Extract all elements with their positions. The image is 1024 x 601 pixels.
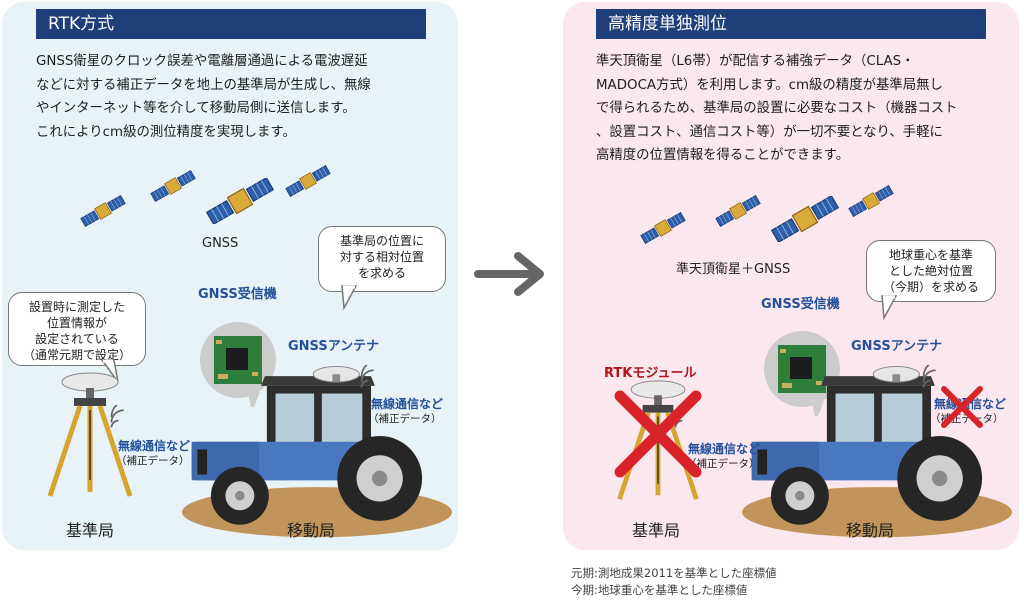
rtk-description-line: GNSS衛星のクロック誤差や電離層通過による電波遅延 [36, 54, 368, 69]
satellite-icon [640, 212, 686, 244]
arrow-right-icon [474, 252, 544, 296]
gnss-label: GNSS [202, 236, 239, 251]
rtk-description-line: やインターネット等を介して移動局側に送信します。 [36, 101, 356, 116]
high-precision-description-line: 、設置コスト、通信コスト等）が一切不要となり、手軽に [596, 124, 943, 140]
base-station-callout: 設置時に測定した 位置情報が 設定されている （通常元期で設定） [8, 292, 146, 366]
high-precision-description-line: MADOCA方式）を利用します。cm級の精度が基準局無し [596, 77, 943, 93]
rtk-module-label: RTKモジュール [604, 366, 697, 381]
satellite-icon [770, 196, 840, 242]
callout-tail [881, 295, 898, 321]
tractor-icon [742, 330, 1012, 540]
footnote-epoch: 元期:測地成果2011を基準とした座標値 [571, 566, 777, 580]
callout-line: を求める [357, 266, 406, 280]
high-precision-description-line: 準天頂衛星（L6帯）が配信する補強データ（CLAS・ [596, 54, 915, 69]
callout-line: 基準局の位置に [339, 234, 424, 248]
wireless-sub-label: （補正データ） [686, 458, 760, 470]
satellite-icon [150, 170, 196, 202]
footnote-current: 今期:地球重心を基準とした座標値 [571, 583, 748, 597]
high-precision-title: 高精度単独測位 [596, 9, 986, 39]
callout-line: 対する相対位置 [339, 250, 424, 264]
tractor-icon [182, 330, 452, 540]
satellite-icon [848, 185, 894, 217]
relative-position-callout: 基準局の位置に 対する相対位置 を求める [318, 226, 446, 292]
callout-line: （今期）を求める [882, 280, 979, 294]
rtk-description: GNSS衛星のクロック誤差や電離層通過による電波遅延 などに対する補正データを地… [36, 50, 436, 144]
cross-mark-icon [614, 390, 702, 478]
rtk-title: RTK方式 [36, 9, 426, 39]
wireless-waves-icon [358, 365, 384, 391]
high-precision-description-line: で得られるため、基準局の設置に必要なコスト（機器コスト [596, 101, 958, 116]
satellite-icon [80, 195, 126, 227]
callout-tail [100, 359, 119, 383]
callout-line: 設定されている [35, 332, 119, 346]
mobile-station-label: 移動局 [846, 521, 895, 540]
rtk-description-line: などに対する補正データを地上の基準局が生成し、無線 [36, 77, 371, 93]
wireless-label: 無線通信など [118, 439, 191, 453]
gnss-receiver-label: GNSS受信機 [761, 297, 840, 312]
base-station-label: 基準局 [66, 521, 115, 540]
tripod-base-station-icon [40, 370, 140, 500]
rtk-description-line: これによりcm級の測位精度を実現します。 [36, 124, 296, 140]
qzss-gnss-label: 準天頂衛星＋GNSS [676, 262, 791, 277]
wireless-label: 無線通信など [688, 442, 761, 456]
satellite-icon [285, 165, 331, 197]
absolute-position-callout: 地球重心を基準 とした絶対位置 （今期）を求める [866, 240, 996, 302]
high-precision-description: 準天頂衛星（L6帯）が配信する補強データ（CLAS・ MADOCA方式）を利用し… [596, 50, 1006, 168]
gnss-antenna-label: GNSSアンテナ [288, 339, 380, 354]
callout-line: 地球重心を基準 [888, 248, 973, 262]
gnss-antenna-label: GNSSアンテナ [851, 339, 943, 354]
callout-tail [341, 285, 358, 311]
satellite-icon [715, 195, 761, 227]
wireless-sub-label: （補正データ） [116, 455, 190, 467]
satellite-icon [205, 178, 275, 224]
wireless-label: 無線通信など [371, 397, 444, 411]
high-precision-description-line: 高精度の位置情報を得ることができます。 [596, 148, 850, 163]
gnss-receiver-label: GNSS受信機 [198, 287, 277, 302]
base-station-label: 基準局 [632, 521, 681, 540]
callout-line: 位置情報が [46, 316, 107, 330]
callout-line: （通常元期で設定） [22, 348, 131, 362]
wireless-waves-icon [108, 405, 134, 431]
mobile-station-label: 移動局 [287, 521, 336, 540]
wireless-sub-label: （補正データ） [368, 413, 442, 425]
callout-line: 設置時に測定した [28, 300, 125, 314]
cross-mark-icon [941, 386, 983, 428]
callout-line: とした絶対位置 [888, 264, 973, 278]
